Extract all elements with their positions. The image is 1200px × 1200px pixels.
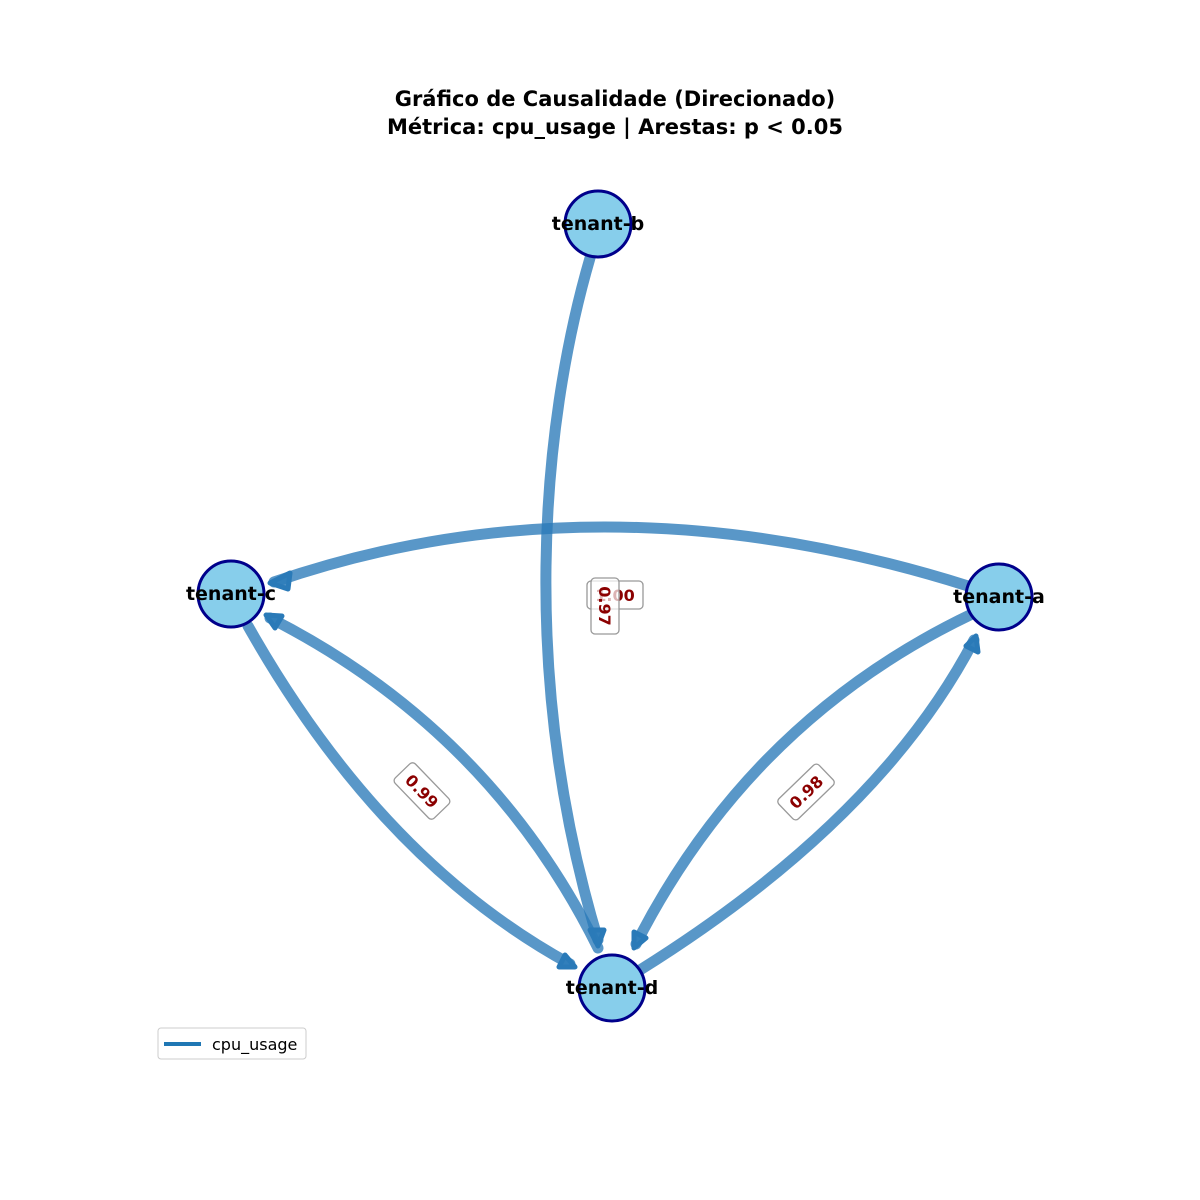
arrowhead-icon bbox=[631, 929, 649, 951]
arrowhead-icon bbox=[263, 612, 285, 631]
chart-title-line1: Gráfico de Causalidade (Direcionado) bbox=[395, 87, 836, 111]
edge-label-tenant-a-to-tenant-d: 0.98 bbox=[777, 763, 835, 821]
edge-tenant-c-to-tenant-d[interactable] bbox=[242, 620, 578, 970]
chart-title-line2: Métrica: cpu_usage | Arestas: p < 0.05 bbox=[387, 115, 843, 140]
edge-label-tenant-b-to-tenant-d: 0.97 bbox=[590, 577, 620, 635]
node-tenant-c[interactable]: tenant-c bbox=[186, 559, 276, 629]
node-tenant-b[interactable]: tenant-b bbox=[552, 189, 644, 259]
node-label: tenant-b bbox=[552, 213, 644, 235]
edge-tenant-d-to-tenant-c[interactable] bbox=[263, 612, 604, 954]
arrowhead-icon bbox=[963, 633, 981, 655]
edge-label-box bbox=[777, 763, 835, 821]
node-label: tenant-c bbox=[186, 583, 276, 605]
legend: cpu_usage bbox=[157, 1027, 307, 1060]
nodes-layer: tenant-b tenant-c tenant-a tenant-d bbox=[186, 189, 1045, 1023]
edge-line bbox=[242, 620, 576, 970]
edge-tenant-d-to-tenant-a[interactable] bbox=[634, 633, 981, 976]
edge-label-box bbox=[590, 577, 620, 635]
edge-line bbox=[630, 608, 978, 950]
legend-entry-label: cpu_usage bbox=[212, 1035, 297, 1055]
node-label: tenant-d bbox=[566, 977, 658, 999]
edge-line bbox=[264, 612, 604, 954]
node-circle bbox=[577, 953, 647, 1023]
edge-line bbox=[540, 252, 604, 946]
arrowhead-icon bbox=[267, 570, 293, 592]
node-label: tenant-a bbox=[953, 586, 1045, 608]
edge-line bbox=[268, 521, 974, 592]
edge-label-text: 0.97 bbox=[595, 586, 614, 625]
edge-label-tenant-c-to-tenant-d: 0.99 bbox=[393, 762, 451, 820]
edge-labels-layer: 1.00 0.97 0.99 0.98 bbox=[393, 577, 835, 821]
edge-label-box bbox=[393, 762, 451, 820]
edge-tenant-a-to-tenant-d[interactable] bbox=[630, 608, 978, 951]
arrowhead-icon bbox=[556, 952, 578, 970]
node-circle bbox=[563, 189, 633, 259]
edge-tenant-a-to-tenant-c[interactable] bbox=[267, 521, 974, 592]
node-tenant-a[interactable]: tenant-a bbox=[953, 562, 1045, 632]
edges-layer bbox=[242, 252, 981, 976]
node-circle bbox=[964, 562, 1034, 632]
edge-line bbox=[634, 634, 980, 976]
node-tenant-d[interactable]: tenant-d bbox=[566, 953, 658, 1023]
legend-box bbox=[157, 1027, 307, 1060]
node-circle bbox=[196, 559, 266, 629]
